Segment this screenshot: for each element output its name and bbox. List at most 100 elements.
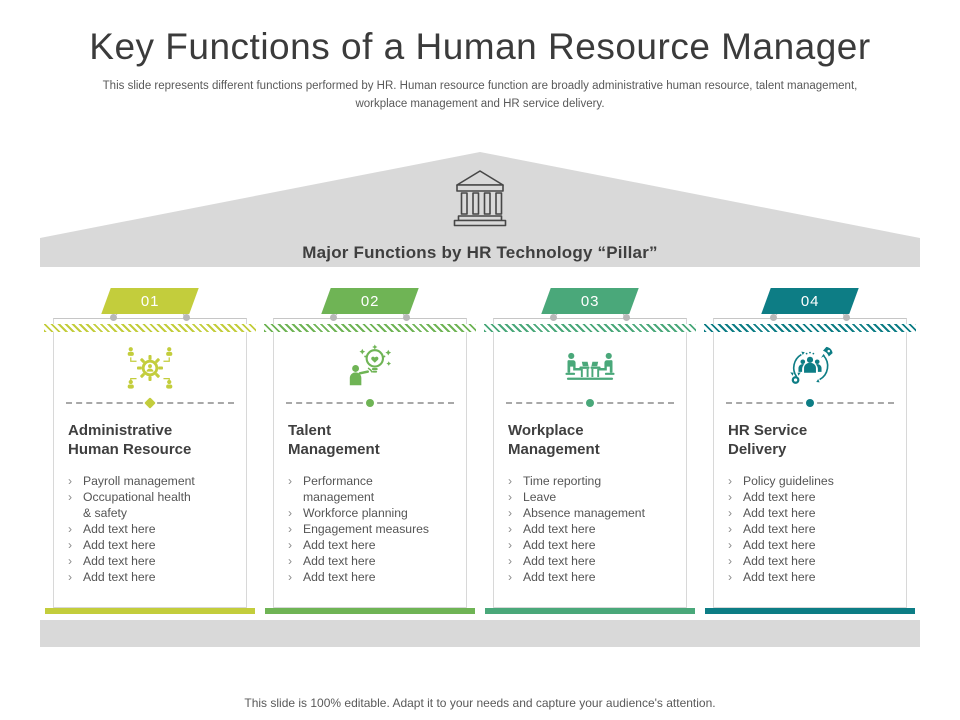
list-item: ›Add text here: [728, 569, 816, 584]
dashed-divider: [286, 399, 454, 407]
function-card: HR Service Delivery ›Policy guidelines ›…: [704, 318, 916, 608]
divider-marker: [586, 399, 594, 407]
list-item: ›Occupational health & safety: [68, 489, 191, 520]
bottom-accent-bar: [265, 608, 475, 614]
chevron-bullet-icon: ›: [288, 569, 293, 584]
list-item: ›Add text here: [508, 537, 596, 552]
dashed-divider: [506, 399, 674, 407]
chevron-bullet-icon: ›: [728, 537, 733, 552]
banner-bar: Major Functions by HR Technology “Pillar…: [40, 238, 920, 267]
bottom-accent-bar: [45, 608, 255, 614]
bank-building-icon: [453, 170, 507, 227]
chevron-bullet-icon: ›: [68, 553, 73, 568]
people-rocket-icon: [790, 346, 833, 384]
footer-note: This slide is 100% editable. Adapt it to…: [244, 696, 716, 710]
step-number: 02: [360, 292, 380, 310]
function-card: Talent Management ›Performance managemen…: [264, 318, 476, 608]
chevron-bullet-icon: ›: [68, 569, 73, 584]
step-number-tab: 04: [761, 288, 859, 314]
list-item: ›Time reporting: [508, 473, 602, 488]
banner-title: Major Functions by HR Technology “Pillar…: [302, 242, 658, 262]
bullet-list: ›Policy guidelines ›Add text here ›Add t…: [728, 473, 898, 585]
chevron-bullet-icon: ›: [508, 473, 513, 488]
bottom-accent-bar: [705, 608, 915, 614]
chevron-bullet-icon: ›: [508, 521, 513, 536]
chevron-bullet-icon: ›: [728, 521, 733, 536]
connector-dot: [623, 314, 630, 321]
chevron-bullet-icon: ›: [288, 505, 293, 520]
function-columns: 01: [40, 276, 920, 621]
divider-marker: [144, 397, 156, 409]
bullet-list: ›Performance management ›Workforce plann…: [288, 473, 458, 585]
list-item: ›Add text here: [508, 521, 596, 536]
dashed-divider: [66, 397, 234, 409]
card-heading: Workplace Management: [508, 422, 600, 458]
chevron-bullet-icon: ›: [68, 473, 73, 488]
chevron-bullet-icon: ›: [728, 473, 733, 488]
connector-dot: [770, 314, 777, 321]
list-item: ›Policy guidelines: [728, 473, 834, 488]
step-number-tab: 01: [101, 288, 199, 314]
list-item: ›Add text here: [508, 553, 596, 568]
step-number: 04: [800, 292, 820, 310]
list-item: ›Add text here: [728, 537, 816, 552]
chevron-bullet-icon: ›: [68, 489, 73, 504]
list-item: ›Leave: [508, 489, 557, 504]
pillar-roof-triangle: [40, 152, 920, 238]
chevron-bullet-icon: ›: [288, 473, 293, 488]
list-item: ›Add text here: [288, 569, 376, 584]
chevron-bullet-icon: ›: [288, 521, 293, 536]
step-number-tab: 02: [321, 288, 419, 314]
function-card: Administrative Human Resource ›Payroll m…: [44, 318, 256, 608]
column-hr-service: 04: [700, 276, 920, 621]
divider-marker: [806, 399, 814, 407]
chevron-bullet-icon: ›: [508, 489, 513, 504]
chevron-bullet-icon: ›: [508, 505, 513, 520]
hatch-band: [484, 324, 696, 332]
chevron-bullet-icon: ›: [508, 553, 513, 568]
card-heading: Talent Management: [288, 422, 380, 458]
icon-area: [274, 340, 466, 396]
chevron-bullet-icon: ›: [68, 537, 73, 552]
list-item: ›Workforce planning: [288, 505, 408, 520]
list-item: ›Add text here: [288, 553, 376, 568]
bullet-list: ›Time reporting ›Leave ›Absence manageme…: [508, 473, 678, 585]
chevron-bullet-icon: ›: [728, 553, 733, 568]
hatch-band: [704, 324, 916, 332]
column-administrative: 01: [40, 276, 260, 621]
list-item: ›Absence management: [508, 505, 645, 520]
icon-area: [714, 340, 906, 396]
list-item: ›Performance management: [288, 473, 375, 504]
chevron-bullet-icon: ›: [508, 569, 513, 584]
dashed-divider: [726, 399, 894, 407]
list-item: ›Add text here: [68, 553, 156, 568]
list-item: ›Add text here: [508, 569, 596, 584]
bottom-accent-bar: [485, 608, 695, 614]
footer-gray-bar: [40, 620, 920, 647]
column-talent: 02: [260, 276, 480, 621]
bullet-list: ›Payroll management ›Occupational health…: [68, 473, 238, 585]
list-item: ›Add text here: [728, 553, 816, 568]
icon-area: [494, 340, 686, 396]
chevron-bullet-icon: ›: [728, 489, 733, 504]
chevron-bullet-icon: ›: [68, 521, 73, 536]
list-item: ›Add text here: [68, 537, 156, 552]
org-gear-icon: [127, 347, 173, 389]
connector-dot: [330, 314, 337, 321]
connector-dot: [403, 314, 410, 321]
column-workplace: 03: [480, 276, 700, 621]
list-item: ›Add text here: [68, 569, 156, 584]
card-heading: Administrative Human Resource: [68, 422, 192, 458]
connector-dot: [183, 314, 190, 321]
chevron-bullet-icon: ›: [728, 569, 733, 584]
list-item: ›Add text here: [728, 489, 816, 504]
list-item: ›Payroll management: [68, 473, 195, 488]
talent-idea-icon: [349, 344, 392, 386]
step-number: 01: [140, 292, 160, 310]
card-heading: HR Service Delivery: [728, 422, 808, 458]
icon-area: [54, 340, 246, 396]
list-item: ›Add text here: [288, 537, 376, 552]
divider-marker: [366, 399, 374, 407]
list-item: ›Add text here: [68, 521, 156, 536]
